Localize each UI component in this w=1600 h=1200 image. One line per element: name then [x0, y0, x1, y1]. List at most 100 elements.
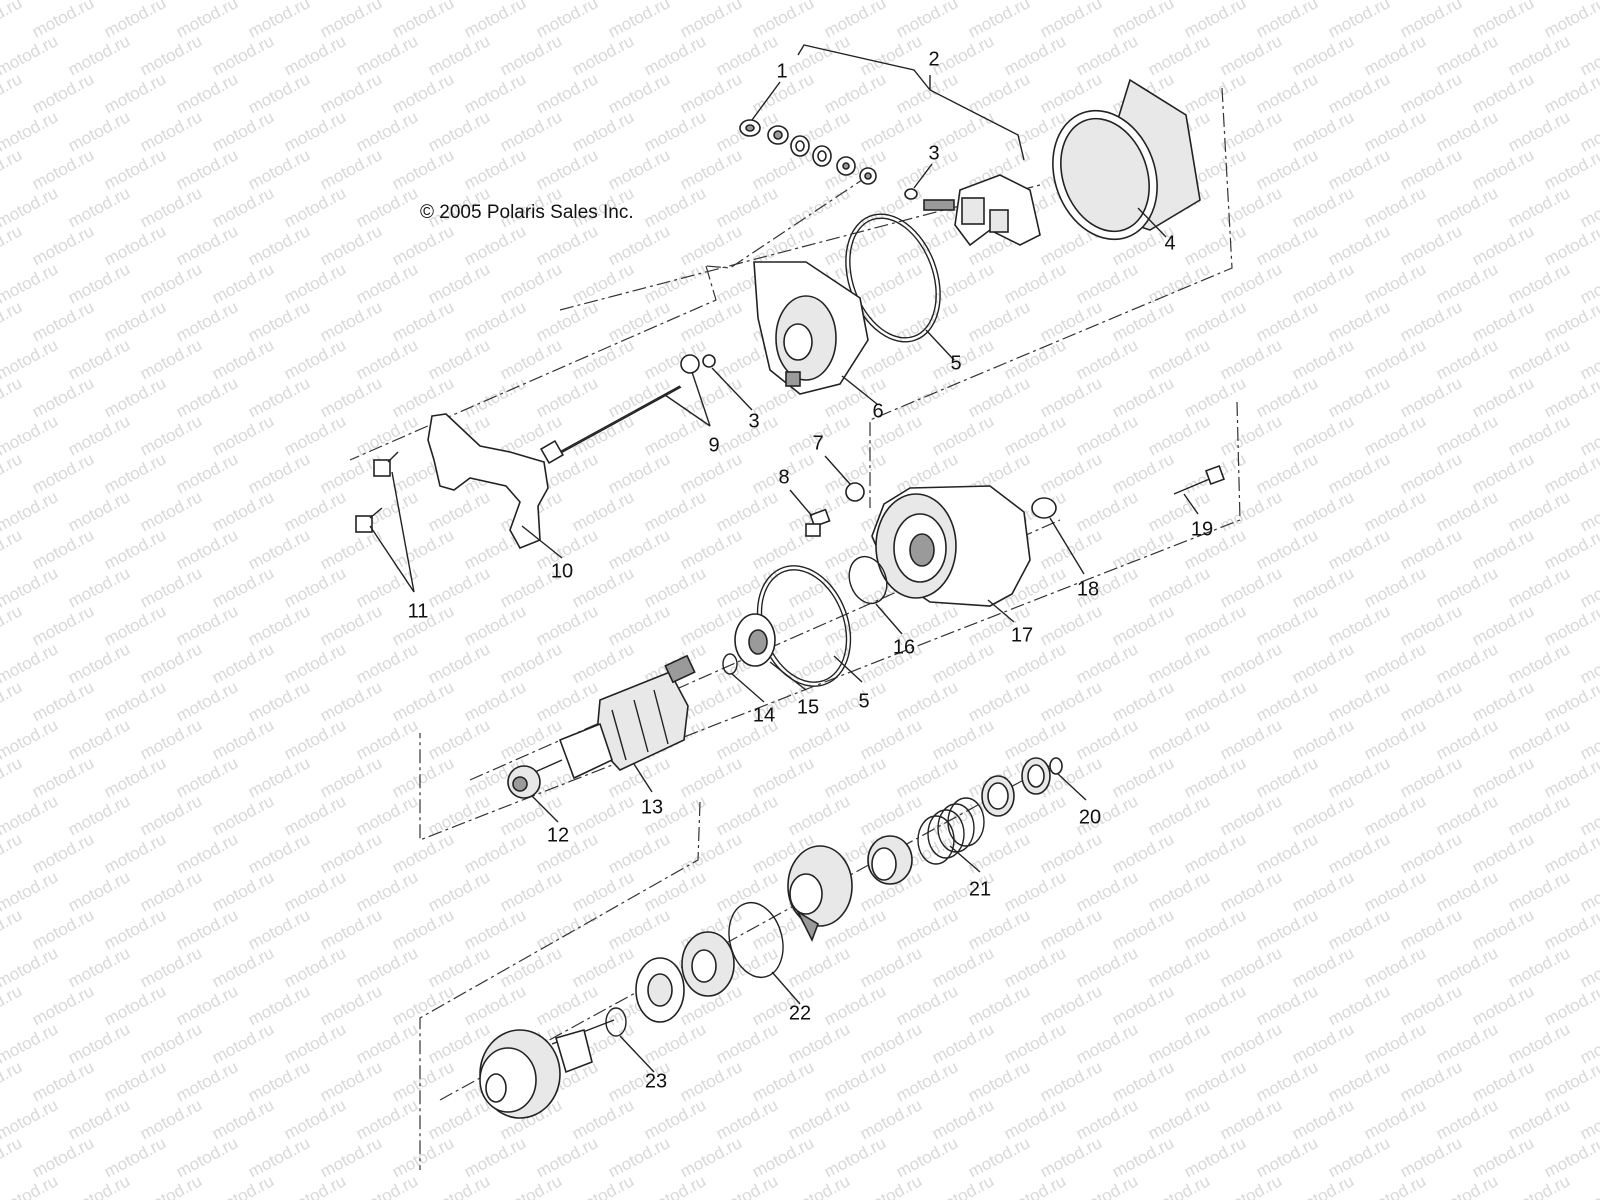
watermark-text: motod.ru	[1289, 639, 1357, 687]
watermark-text: motod.ru	[1109, 753, 1177, 801]
watermark-text: motod.ru	[245, 753, 313, 801]
watermark-text: motod.ru	[245, 0, 313, 42]
watermark-text: motod.ru	[389, 905, 457, 953]
watermark-text: motod.ru	[497, 31, 565, 79]
watermark-text: motod.ru	[281, 1019, 349, 1067]
watermark-text: motod.ru	[0, 69, 25, 117]
watermark-text: motod.ru	[1433, 411, 1501, 459]
watermark-text: motod.ru	[317, 829, 385, 877]
watermark-text: motod.ru	[677, 297, 745, 345]
watermark-text: motod.ru	[497, 259, 565, 307]
watermark-text: motod.ru	[1469, 297, 1537, 345]
watermark-text: motod.ru	[353, 1171, 421, 1200]
watermark-text: motod.ru	[1289, 1171, 1357, 1200]
watermark-text: motod.ru	[1037, 449, 1105, 497]
watermark-text: motod.ru	[1505, 1095, 1573, 1143]
watermark-text: motod.ru	[353, 1095, 421, 1143]
watermark-text: motod.ru	[209, 563, 277, 611]
watermark-text: motod.ru	[65, 411, 133, 459]
watermark-text: motod.ru	[461, 69, 529, 117]
watermark-text: motod.ru	[245, 69, 313, 117]
watermark-text: motod.ru	[209, 31, 277, 79]
watermark-text: motod.ru	[1145, 1095, 1213, 1143]
watermark-text: motod.ru	[1073, 639, 1141, 687]
watermark-text: motod.ru	[929, 943, 997, 991]
watermark-text: motod.ru	[677, 829, 745, 877]
watermark-text: motod.ru	[1397, 525, 1465, 573]
watermark-text: motod.ru	[1253, 1133, 1321, 1181]
watermark-text: motod.ru	[281, 259, 349, 307]
watermark-text: motod.ru	[65, 183, 133, 231]
watermark-text: motod.ru	[1001, 335, 1069, 383]
watermark-text: motod.ru	[533, 981, 601, 1029]
pinion-shaft	[479, 1019, 615, 1119]
watermark-text: motod.ru	[893, 221, 961, 269]
watermark-text: motod.ru	[425, 1171, 493, 1200]
watermark-text: motod.ru	[1397, 829, 1465, 877]
watermark-text: motod.ru	[209, 867, 277, 915]
watermark-text: motod.ru	[677, 373, 745, 421]
watermark-text: motod.ru	[1541, 221, 1600, 269]
watermark-text: motod.ru	[785, 943, 853, 991]
watermark-text: motod.ru	[173, 221, 241, 269]
watermark-text: motod.ru	[1109, 525, 1177, 573]
watermark-text: motod.ru	[317, 69, 385, 117]
watermark-text: motod.ru	[29, 145, 97, 193]
through-bolt	[539, 385, 682, 465]
watermark-text: motod.ru	[461, 1133, 529, 1181]
spring-stack	[867, 757, 1063, 885]
watermark-text: motod.ru	[533, 297, 601, 345]
watermark-text: motod.ru	[497, 867, 565, 915]
watermark-text: motod.ru	[1361, 183, 1429, 231]
watermark-text: motod.ru	[1289, 791, 1357, 839]
watermark-text: motod.ru	[137, 335, 205, 383]
watermark-text: motod.ru	[1037, 829, 1105, 877]
watermark-text: motod.ru	[137, 411, 205, 459]
watermark-text: motod.ru	[137, 867, 205, 915]
watermark-text: motod.ru	[353, 107, 421, 155]
watermark-text: motod.ru	[497, 715, 565, 763]
watermark-text: motod.ru	[1145, 1171, 1213, 1200]
watermark-text: motod.ru	[1397, 905, 1465, 953]
watermark-text: motod.ru	[1397, 221, 1465, 269]
watermark-text: motod.ru	[245, 297, 313, 345]
watermark-text: motod.ru	[1109, 981, 1177, 1029]
watermark-text: motod.ru	[245, 449, 313, 497]
watermark-text: motod.ru	[0, 221, 25, 269]
terminal-nut	[845, 482, 865, 502]
watermark-text: motod.ru	[1397, 601, 1465, 649]
watermark-text: motod.ru	[1505, 867, 1573, 915]
watermark-text: motod.ru	[173, 297, 241, 345]
watermark-text: motod.ru	[389, 297, 457, 345]
watermark-text: motod.ru	[1073, 943, 1141, 991]
retaining-ring	[728, 901, 784, 979]
watermark-text: motod.ru	[1541, 677, 1600, 725]
watermark-text: motod.ru	[497, 943, 565, 991]
watermark-text: motod.ru	[1109, 601, 1177, 649]
watermark-text: motod.ru	[425, 943, 493, 991]
watermark-text: motod.ru	[1433, 563, 1501, 611]
watermark-text: motod.ru	[425, 259, 493, 307]
watermark-text: motod.ru	[1541, 1133, 1600, 1181]
watermark-text: motod.ru	[1145, 715, 1213, 763]
watermark-text: motod.ru	[1433, 487, 1501, 535]
watermark-text: motod.ru	[353, 867, 421, 915]
watermark-text: motod.ru	[461, 905, 529, 953]
watermark-text: motod.ru	[1397, 677, 1465, 725]
watermark-text: motod.ru	[605, 0, 673, 42]
watermark-text: motod.ru	[1361, 715, 1429, 763]
watermark-text: motod.ru	[281, 1095, 349, 1143]
watermark-text: motod.ru	[101, 753, 169, 801]
watermark-text: motod.ru	[281, 487, 349, 535]
watermark-text: motod.ru	[1433, 1019, 1501, 1067]
watermark-text: motod.ru	[0, 1133, 25, 1181]
watermark-text: motod.ru	[101, 601, 169, 649]
watermark-text: motod.ru	[281, 563, 349, 611]
watermark-text: motod.ru	[245, 905, 313, 953]
watermark-text: motod.ru	[209, 259, 277, 307]
watermark-text: motod.ru	[425, 107, 493, 155]
watermark-text: motod.ru	[461, 0, 529, 42]
watermark-text: motod.ru	[1433, 31, 1501, 79]
watermark-text: motod.ru	[1217, 943, 1285, 991]
watermark-text: motod.ru	[605, 297, 673, 345]
